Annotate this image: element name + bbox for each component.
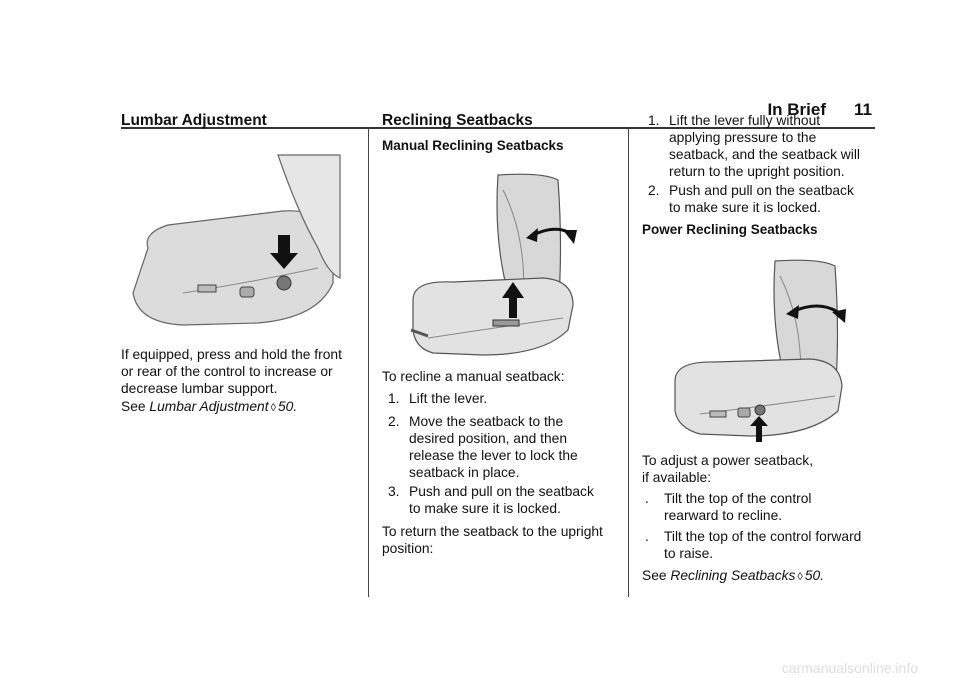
lumbar-body-line-3: decrease lumbar support. <box>121 381 278 396</box>
power-intro: To adjust a power seatback, if available… <box>642 452 813 486</box>
return-instruction: To return the seatback to the upright po… <box>382 523 603 557</box>
manual-step-2: 2. Move the seatback to the desired posi… <box>388 413 618 481</box>
step-text-line-3: release the lever to lock the <box>409 448 578 463</box>
bullet-line-1: Tilt the top of the control forward <box>664 529 862 544</box>
bullet-line-1: Tilt the top of the control <box>664 491 812 506</box>
see-prefix: See <box>642 568 667 583</box>
lumbar-page-link[interactable]: 50 <box>277 399 294 414</box>
page-number: 11 <box>854 100 872 119</box>
step-text-line-1: Lift the lever fully without <box>669 113 821 128</box>
lumbar-seat-illustration <box>132 154 341 326</box>
step-text-line-2: to make sure it is locked. <box>669 200 821 215</box>
reclining-seatbacks-link[interactable]: Reclining Seatbacks <box>670 568 796 583</box>
step-number: 3. <box>388 484 400 499</box>
power-seat-illustration <box>674 259 846 442</box>
reclining-page-link[interactable]: 50 <box>804 568 821 583</box>
manual-intro: To recline a manual seatback: <box>382 369 565 384</box>
header-rule <box>121 127 875 129</box>
bullet-mark: . <box>645 491 649 506</box>
step-number: 2. <box>388 414 400 429</box>
step-text-line-4: return to the upright position. <box>669 164 845 179</box>
step-number: 2. <box>648 183 660 198</box>
step-text-line-3: seatback, and the seatback will <box>669 147 860 162</box>
see-suffix: . <box>293 399 298 414</box>
step-text-line-2: desired position, and then <box>409 431 568 446</box>
step-text-line-2: applying pressure to the <box>669 130 817 145</box>
watermark-text: carmanualsonline.info <box>781 660 918 676</box>
see-suffix: . <box>820 568 825 583</box>
step-text-line-2: to make sure it is locked. <box>409 501 561 516</box>
manual-reclining-subtitle: Manual Reclining Seatbacks <box>382 138 564 153</box>
power-intro-line-2: if available: <box>642 470 712 485</box>
return-line-2: position: <box>382 541 434 556</box>
manual-seat-illustration <box>410 173 577 356</box>
manual-step-1: 1. Lift the lever. <box>388 390 618 407</box>
section-title: In Brief <box>767 100 827 119</box>
return-step-1: 1. Lift the lever fully without applying… <box>648 112 878 180</box>
see-prefix: See <box>121 399 146 414</box>
bullet-line-2: rearward to recline. <box>664 508 783 523</box>
page-ref-icon: ◊ <box>270 402 276 414</box>
running-header: In Brief 11 <box>767 100 872 120</box>
bullet-mark: . <box>645 529 649 544</box>
page-ref-icon: ◊ <box>797 571 803 583</box>
power-bullet-2: . Tilt the top of the control forward to… <box>645 528 877 562</box>
return-line-1: To return the seatback to the upright <box>382 524 603 539</box>
lumbar-body-line-2: or rear of the control to increase or <box>121 364 333 379</box>
step-number: 1. <box>388 391 400 406</box>
column-divider-1 <box>368 127 369 597</box>
reclining-title: Reclining Seatbacks <box>382 112 533 129</box>
lumbar-body: If equipped, press and hold the front or… <box>121 346 361 397</box>
step-text-line-4: seatback in place. <box>409 465 520 480</box>
lumbar-adjustment-link[interactable]: Lumbar Adjustment <box>149 399 269 414</box>
power-bullet-1: . Tilt the top of the control rearward t… <box>645 490 875 524</box>
manual-step-3: 3. Push and pull on the seatback to make… <box>388 483 618 517</box>
lumbar-see-reference: See Lumbar Adjustment◊50. <box>121 398 297 417</box>
column-divider-2 <box>628 127 629 597</box>
lumbar-body-line-1: If equipped, press and hold the front <box>121 347 342 362</box>
reclining-see-reference: See Reclining Seatbacks◊50. <box>642 567 824 586</box>
step-text: Lift the lever. <box>409 391 488 406</box>
step-text-line-1: Push and pull on the seatback <box>669 183 854 198</box>
step-text-line-1: Move the seatback to the <box>409 414 564 429</box>
return-step-2: 2. Push and pull on the seatback to make… <box>648 182 878 216</box>
step-text-line-1: Push and pull on the seatback <box>409 484 594 499</box>
step-number: 1. <box>648 113 660 128</box>
lumbar-title: Lumbar Adjustment <box>121 112 267 129</box>
watermark: carmanualsonline.info <box>0 660 960 676</box>
power-reclining-subtitle: Power Reclining Seatbacks <box>642 222 818 237</box>
bullet-line-2: to raise. <box>664 546 714 561</box>
power-intro-line-1: To adjust a power seatback, <box>642 453 814 468</box>
